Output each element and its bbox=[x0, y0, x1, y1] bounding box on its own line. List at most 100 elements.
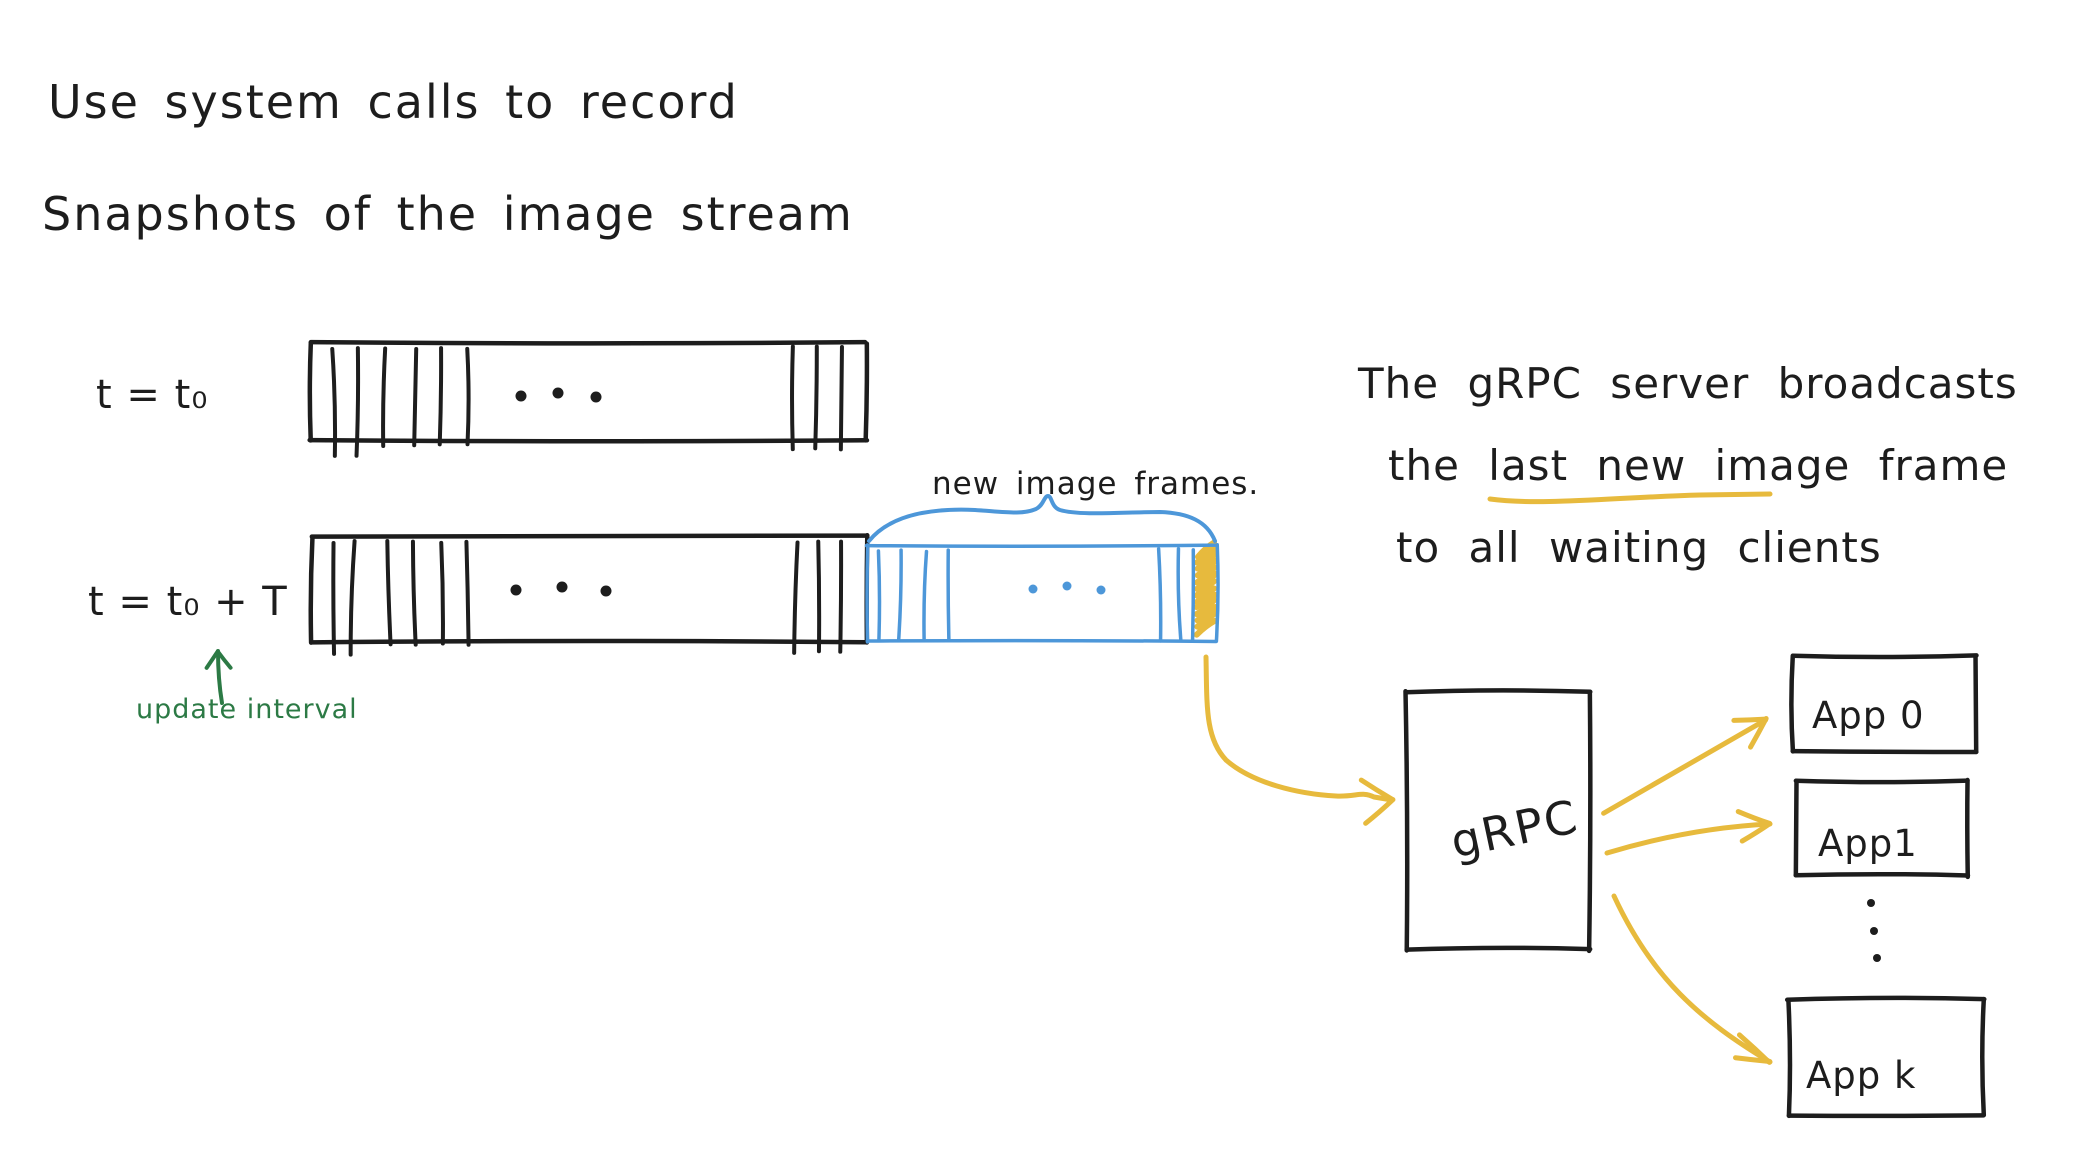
ellipsis-dot bbox=[600, 585, 612, 597]
update-interval-arrow bbox=[216, 649, 224, 705]
timestamp-t0-label: t = t₀ bbox=[96, 372, 208, 418]
broadcast-arrowhead bbox=[1735, 809, 1773, 826]
broadcast-arrow bbox=[1601, 717, 1769, 816]
frame-divider-blue bbox=[876, 549, 882, 641]
snapshot-bar-t1 bbox=[308, 534, 315, 645]
note-underline bbox=[1487, 491, 1773, 505]
vertical-ellipsis-dot bbox=[1867, 899, 1875, 907]
title-line-1: Use system calls to record bbox=[48, 75, 739, 129]
frame-divider bbox=[439, 540, 445, 646]
snapshot-bar-t0 bbox=[307, 437, 870, 444]
snapshot-bar-t0 bbox=[863, 341, 870, 443]
broadcast-arrowhead bbox=[1748, 715, 1769, 750]
note-line-1: The gRPC server broadcasts bbox=[1357, 359, 2018, 408]
frame-divider-blue bbox=[946, 548, 951, 643]
timestamp-t1-label: t = t₀ + T bbox=[88, 579, 288, 625]
app-k-box bbox=[1786, 1113, 1986, 1119]
sketch-strokes bbox=[204, 339, 1987, 1119]
new-frames-strip bbox=[865, 543, 870, 644]
snapshot-bar-t1 bbox=[309, 533, 870, 539]
broadcast-arrowhead bbox=[1731, 716, 1768, 723]
ellipsis-dot bbox=[510, 584, 522, 596]
vertical-ellipsis-dot bbox=[1873, 954, 1881, 962]
grpc-server-box bbox=[1404, 945, 1593, 952]
update-interval-arrowhead bbox=[204, 649, 220, 670]
grpc-server-box bbox=[1586, 689, 1593, 954]
broadcast-arrowhead bbox=[1732, 1055, 1773, 1064]
latest-frame-hatch bbox=[1193, 585, 1218, 605]
grpc-server-box bbox=[1403, 688, 1593, 695]
frame-divider bbox=[838, 539, 844, 654]
app-k-box bbox=[1786, 997, 1793, 1119]
latest-frame-hatch bbox=[1193, 578, 1218, 599]
app-k-box bbox=[1980, 996, 1987, 1118]
ellipsis-dot bbox=[590, 391, 602, 403]
update-interval-arrowhead bbox=[216, 649, 233, 670]
frame-divider bbox=[437, 346, 444, 447]
frame-to-server-arrowhead bbox=[1358, 777, 1395, 802]
app-k-box bbox=[1784, 995, 1987, 1003]
latest-frame-hatch bbox=[1193, 544, 1219, 566]
note-line-2: the last new image frame bbox=[1388, 441, 2008, 490]
title-line-2: Snapshots of the image stream bbox=[42, 187, 854, 241]
frame-divider bbox=[385, 539, 393, 647]
frame-divider bbox=[838, 345, 844, 452]
app-1-box bbox=[1793, 778, 1799, 878]
latest-frame-hatch bbox=[1194, 557, 1219, 579]
grpc-label: gRPC bbox=[1446, 789, 1583, 869]
latest-frame-hatch bbox=[1193, 597, 1218, 618]
app-k-label: App k bbox=[1806, 1054, 1916, 1097]
app-0-box bbox=[1789, 653, 1796, 754]
app-0-box bbox=[1790, 653, 1979, 660]
frame-divider bbox=[464, 539, 471, 647]
new-frames-strip bbox=[864, 543, 1219, 549]
frame-divider bbox=[348, 539, 357, 657]
ellipsis-dot bbox=[556, 581, 568, 593]
vertical-ellipsis-dot bbox=[1870, 927, 1878, 935]
app-0-label: App 0 bbox=[1812, 694, 1925, 737]
snapshot-bar-t0 bbox=[307, 340, 314, 443]
frame-divider bbox=[813, 344, 819, 451]
ellipsis-dot-blue bbox=[1096, 585, 1106, 595]
ellipsis-dot-blue bbox=[1062, 581, 1072, 591]
latest-frame-hatch bbox=[1193, 564, 1218, 586]
ellipsis-dot bbox=[552, 387, 564, 399]
app-1-box bbox=[1793, 778, 1970, 785]
new-frames-strip bbox=[865, 638, 1218, 644]
frame-divider-blue bbox=[1156, 547, 1163, 643]
ellipsis-dot bbox=[515, 390, 527, 402]
ellipsis-dot-blue bbox=[1028, 584, 1038, 594]
brace bbox=[867, 494, 1217, 543]
snapshot-bar-t0 bbox=[308, 339, 868, 346]
frame-divider bbox=[816, 539, 822, 654]
frame-divider bbox=[381, 346, 388, 448]
app-1-box bbox=[1793, 871, 1971, 878]
frame-divider-blue bbox=[896, 548, 903, 642]
broadcast-arrow bbox=[1611, 893, 1773, 1065]
frame-divider-blue bbox=[922, 549, 929, 642]
new-image-frames-label: new image frames. bbox=[932, 466, 1259, 502]
broadcast-arrowhead bbox=[1739, 821, 1773, 844]
frame-divider bbox=[330, 347, 338, 458]
latest-frame-hatch bbox=[1193, 617, 1218, 638]
latest-frame-hatch bbox=[1194, 603, 1219, 624]
broadcast-arrow bbox=[1604, 821, 1773, 856]
frame-divider bbox=[792, 540, 800, 655]
app-1-label: App1 bbox=[1818, 822, 1918, 865]
frame-divider bbox=[465, 346, 471, 447]
snapshot-bar-t1 bbox=[309, 638, 870, 645]
frame-divider bbox=[331, 540, 337, 656]
frame-divider bbox=[410, 539, 418, 647]
frame-to-server-arrowhead bbox=[1363, 797, 1396, 826]
new-frames-strip bbox=[1214, 543, 1220, 643]
latest-frame-hatch bbox=[1194, 609, 1219, 630]
latest-frame-hatch bbox=[1194, 570, 1219, 592]
frame-to-server-arrow bbox=[1203, 654, 1395, 803]
frame-divider bbox=[354, 346, 361, 458]
grpc-server-box bbox=[1403, 688, 1410, 953]
app-0-box bbox=[1973, 653, 1979, 755]
latest-frame-hatch bbox=[1194, 551, 1219, 572]
update-interval-label: update interval bbox=[136, 694, 358, 725]
